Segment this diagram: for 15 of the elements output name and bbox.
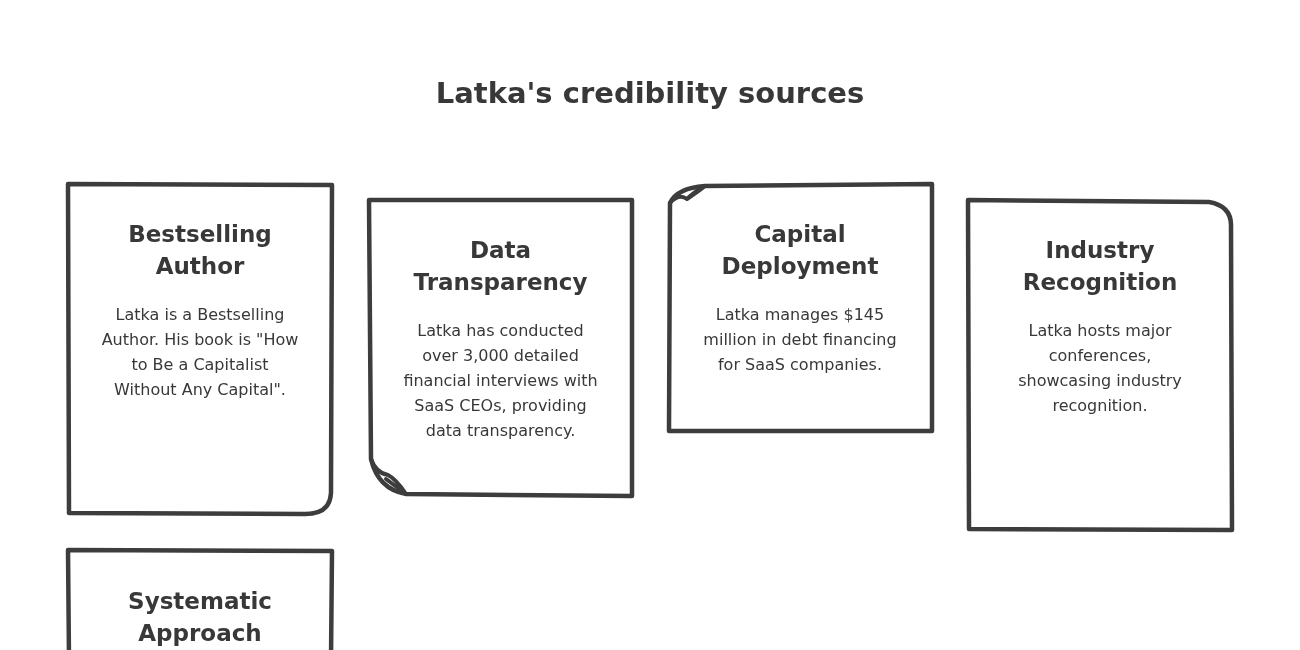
note-card <box>965 197 1235 533</box>
note-card <box>665 181 935 434</box>
card-heading: Data Transparency <box>412 236 589 297</box>
card-text: Latka hosts major conferences, showcasing industry recognition. <box>1017 320 1183 417</box>
card-text: Latka is a Bestselling Author. His book is "How to Be a Capitalist Without Any Capital". <box>101 304 299 401</box>
note-card <box>65 181 335 517</box>
card-text: Latka manages $145 million in debt financing for SaaS companies. <box>702 304 898 376</box>
card-heading: Industry Recognition <box>1021 236 1179 297</box>
diagram-title: Latka's credibility sources <box>435 75 865 112</box>
card-heading: Systematic Approach <box>127 587 273 648</box>
card-heading: Bestselling Author <box>127 220 273 281</box>
card-heading: Capital Deployment <box>720 220 880 281</box>
note-card <box>366 197 635 499</box>
card-text: Latka has conducted over 3,000 detailed financial interviews with SaaS CEOs, providing data transparency. <box>402 320 599 442</box>
note-card <box>65 547 335 650</box>
